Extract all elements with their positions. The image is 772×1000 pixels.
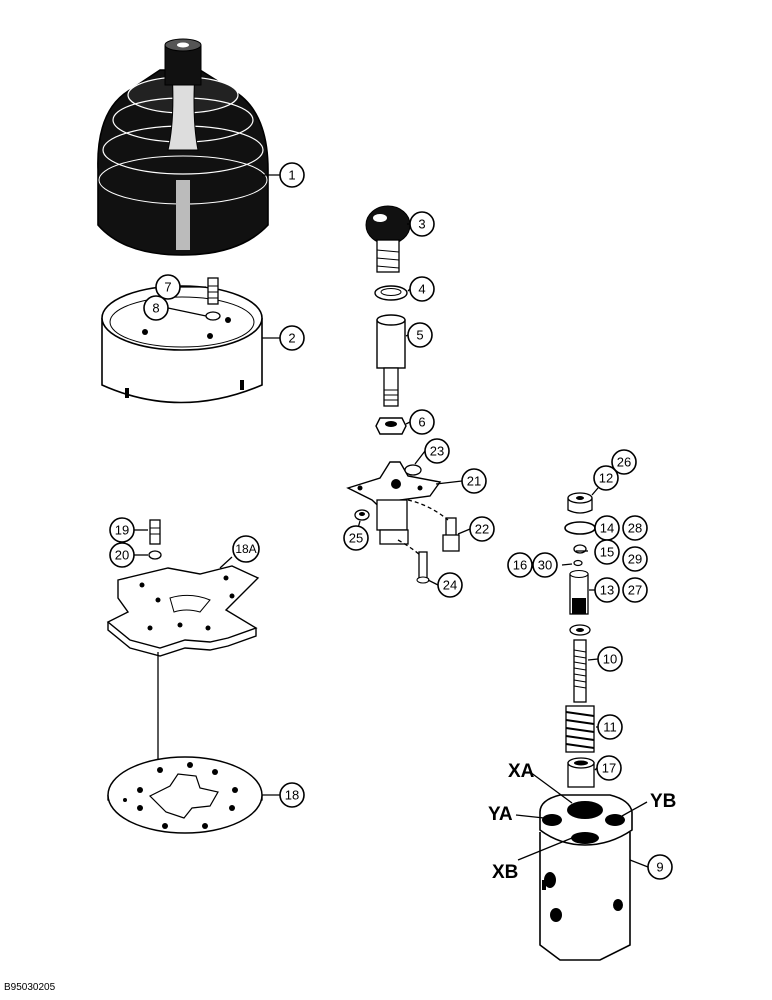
callout-19-label: 19 (115, 523, 129, 538)
callout-14: 14 (594, 515, 620, 541)
callout-9-label: 9 (656, 860, 663, 875)
callout-7-label: 7 (164, 280, 171, 295)
part-cap-12 (567, 492, 593, 514)
part-valve-body-9 (539, 794, 633, 961)
callout-26-label: 26 (617, 455, 631, 470)
part-boot (97, 38, 269, 256)
callout-13: 13 (594, 577, 620, 603)
callout-27: 27 (622, 577, 648, 603)
callout-29-label: 29 (628, 552, 642, 567)
callout-19: 19 (109, 517, 135, 543)
callout-14-label: 14 (600, 521, 614, 536)
part-plate-18a (106, 565, 260, 657)
callout-12-label: 12 (599, 471, 613, 486)
callout-20-label: 20 (115, 548, 129, 563)
part-nut-25 (354, 509, 370, 521)
callout-5: 5 (407, 322, 433, 348)
callout-4-label: 4 (418, 282, 425, 297)
callout-10-label: 10 (603, 652, 617, 667)
callout-21: 21 (461, 468, 487, 494)
callout-12: 12 (593, 465, 619, 491)
part-washer-15 (573, 544, 587, 554)
callout-5-label: 5 (416, 328, 423, 343)
callout-17: 17 (596, 755, 622, 781)
callout-18a: 18A (232, 535, 260, 563)
callout-21-label: 21 (467, 474, 481, 489)
callout-20: 20 (109, 542, 135, 568)
callout-10: 10 (597, 646, 623, 672)
port-label-ya: YA (488, 804, 513, 825)
callout-25-label: 25 (349, 531, 363, 546)
part-sleeve-17 (567, 757, 595, 788)
port-label-yb: YB (650, 791, 676, 812)
callout-8-label: 8 (152, 301, 159, 316)
callout-3-label: 3 (418, 217, 425, 232)
figure-code: B95030205 (4, 982, 56, 993)
callout-15: 15 (594, 539, 620, 565)
callout-1-label: 1 (288, 168, 295, 183)
callout-17-label: 17 (602, 761, 616, 776)
part-ring-4 (374, 285, 408, 301)
part-nut-6 (375, 417, 407, 435)
part-screw-7 (207, 277, 219, 305)
part-oring-14 (564, 521, 596, 535)
callout-18a-label: 18A (235, 542, 256, 556)
part-bolt-22 (442, 517, 460, 552)
part-spring-11 (565, 705, 595, 753)
part-clip-16 (573, 559, 583, 567)
part-bolt-24 (416, 551, 430, 584)
callout-16-label: 16 (513, 558, 527, 573)
callout-30: 30 (532, 552, 558, 578)
port-label-xa: XA (508, 761, 535, 782)
callout-23: 23 (424, 438, 450, 464)
callout-7: 7 (155, 274, 181, 300)
callout-1: 1 (279, 162, 305, 188)
callout-16: 16 (507, 552, 533, 578)
part-nut-23 (404, 464, 422, 476)
callout-8: 8 (143, 295, 169, 321)
callout-2: 2 (279, 325, 305, 351)
callout-22-label: 22 (475, 522, 489, 537)
callout-4: 4 (409, 276, 435, 302)
callout-3: 3 (409, 211, 435, 237)
callout-29: 29 (622, 546, 648, 572)
callout-27-label: 27 (628, 583, 642, 598)
part-washer-8 (205, 311, 221, 321)
part-plunger-10 (569, 624, 591, 703)
callout-30-label: 30 (538, 558, 552, 573)
part-washer-20 (148, 550, 162, 560)
part-spring-seat-13 (569, 570, 589, 615)
callout-23-label: 23 (430, 444, 444, 459)
callout-24: 24 (437, 572, 463, 598)
part-base-plate-18 (107, 756, 263, 834)
callout-9: 9 (647, 854, 673, 880)
callout-22: 22 (469, 516, 495, 542)
callout-25: 25 (343, 525, 369, 551)
callout-15-label: 15 (600, 545, 614, 560)
callout-6-label: 6 (418, 415, 425, 430)
callout-2-label: 2 (288, 331, 295, 346)
callout-18-label: 18 (285, 788, 299, 803)
part-shaft-5 (376, 314, 406, 407)
callout-11: 11 (597, 714, 623, 740)
callout-28-label: 28 (628, 521, 642, 536)
part-screw-19 (149, 519, 161, 545)
callout-6: 6 (409, 409, 435, 435)
port-label-xb: XB (492, 862, 518, 883)
callout-18: 18 (279, 782, 305, 808)
part-mounting-ring (101, 285, 263, 404)
callout-26: 26 (611, 449, 637, 475)
callout-28: 28 (622, 515, 648, 541)
part-knob (365, 205, 411, 273)
callout-24-label: 24 (443, 578, 457, 593)
callout-11-label: 11 (603, 720, 617, 735)
part-plate-21 (346, 461, 442, 545)
callout-13-label: 13 (600, 583, 614, 598)
